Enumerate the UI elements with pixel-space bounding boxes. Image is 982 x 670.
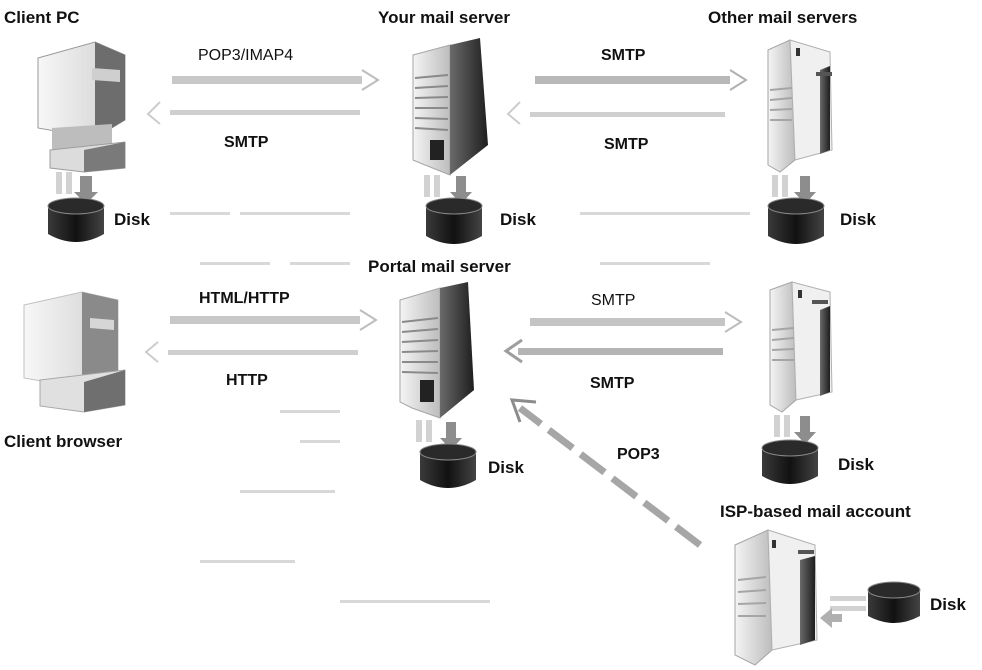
arrow-html-http — [170, 309, 378, 331]
protocol-smtp-in-top: SMTP — [604, 136, 649, 153]
label-portal-mail-server: Portal mail server — [368, 257, 511, 276]
client-browser-icon — [23, 291, 126, 413]
protocol-http: HTTP — [226, 372, 268, 389]
disk-icon-your-mail-server — [425, 197, 483, 244]
arrow-smtp-out-bottom — [530, 311, 743, 333]
background-noise — [170, 212, 750, 603]
protocol-smtp-in-bottom: SMTP — [590, 375, 635, 392]
arrow-smtp-client-top — [146, 101, 360, 125]
server-icon-other-mail-servers — [767, 39, 833, 204]
disk-icon-portal-mail-server — [419, 443, 477, 488]
disk-icon-isp-mail-account — [867, 581, 921, 623]
disk-icon-other-mail-server-2 — [761, 439, 819, 484]
disk-label-isp-mail-account: Disk — [930, 595, 966, 614]
protocol-smtp-client-top: SMTP — [224, 134, 269, 151]
protocol-html-http: HTML/HTTP — [199, 290, 290, 307]
label-client-pc: Client PC — [4, 8, 80, 27]
arrow-smtp-in-top — [506, 101, 725, 125]
disk-label-other-mail-servers: Disk — [840, 210, 876, 229]
label-other-mail-servers: Other mail servers — [708, 8, 858, 27]
protocol-pop3-imap4: POP3/IMAP4 — [198, 47, 294, 64]
arrow-smtp-out-top — [535, 69, 748, 91]
server-icon-portal-mail-server — [399, 282, 474, 450]
label-client-browser: Client browser — [4, 432, 123, 451]
client-pc-icon — [37, 41, 126, 204]
protocol-pop3: POP3 — [617, 446, 660, 463]
disk-label-client-pc: Disk — [114, 210, 150, 229]
label-isp-mail-account: ISP-based mail account — [720, 502, 911, 521]
arrow-pop3-imap4 — [172, 69, 380, 91]
arrow-smtp-in-bottom — [503, 338, 723, 364]
disk-icon-client-pc — [47, 197, 105, 242]
arrow-pop3-diagonal — [509, 398, 703, 548]
server-icon-other-mail-server-2 — [769, 281, 833, 444]
disk-label-other-mail-server-2: Disk — [838, 455, 874, 474]
protocol-smtp-out-bottom: SMTP — [591, 292, 636, 309]
disk-icon-other-mail-servers — [767, 197, 825, 244]
arrow-http — [144, 341, 358, 363]
disk-label-portal-mail-server: Disk — [488, 458, 524, 477]
protocol-smtp-out-top: SMTP — [601, 47, 646, 64]
server-icon-isp-mail-account — [734, 529, 866, 666]
disk-label-your-mail-server: Disk — [500, 210, 536, 229]
label-your-mail-server: Your mail server — [378, 8, 510, 27]
server-icon-your-mail-server — [412, 38, 488, 204]
